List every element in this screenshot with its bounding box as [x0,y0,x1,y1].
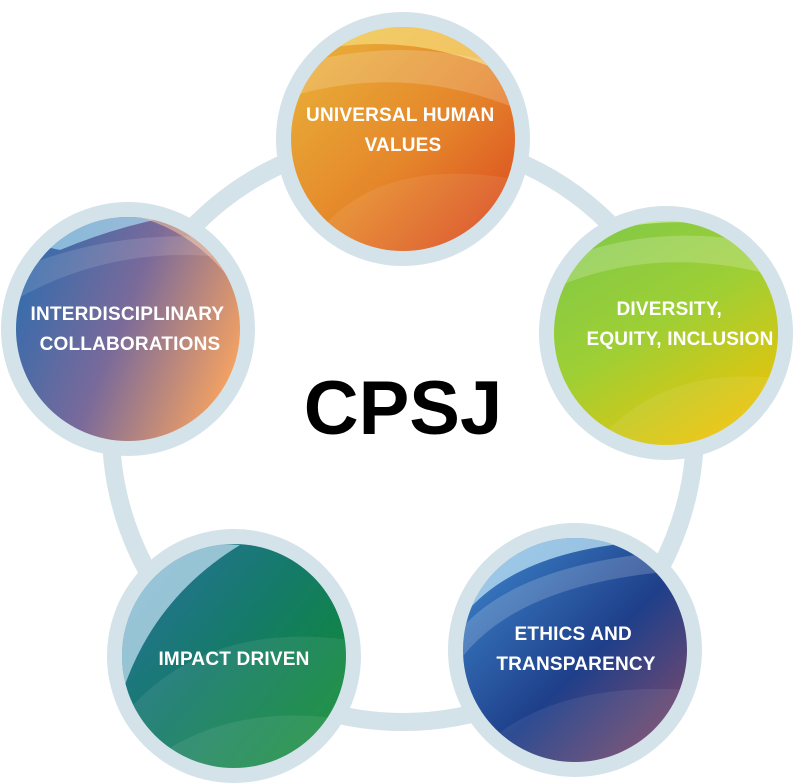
svg-text:UNIVERSAL HUMAN VALUES: UNIVERSAL HUMAN VALUES [306,105,500,156]
center-title: CPSJ [304,366,503,451]
node-diversity-equity-inclusion: DIVERSITY, EQUITY, INCLUSION [539,206,793,460]
node-label-line: TRANSPARENCY [496,654,655,675]
node-label-line: UNIVERSAL HUMAN [306,105,494,126]
node-label-line: DIVERSITY, [617,299,722,320]
node-label-line: IMPACT DRIVEN [158,649,309,670]
node-label-line: COLLABORATIONS [40,334,221,355]
node-label-line: ETHICS AND [515,624,632,645]
node-universal-human-values: UNIVERSAL HUMAN VALUES [276,12,530,266]
node-label-line: VALUES [365,135,442,156]
node-ethics-and-transparency: ETHICS AND TRANSPARENCY [448,523,702,777]
node-interdisciplinary-collaborations: INTERDISCIPLINARY COLLABORATIONS [1,202,255,456]
svg-text:ETHICS AND TRANSPARENCY: ETHICS AND TRANSPARENCY [496,624,655,675]
svg-text:INTERDISCIPLINARY COLLAB: INTERDISCIPLINARY COLLABORATIONS [31,304,230,355]
svg-text:DIVERSITY, EQUITY, INCLU: DIVERSITY, EQUITY, INCLUSION [586,299,773,350]
svg-text:IMPACT DRIVEN: IMPACT DRIVEN [158,649,309,670]
node-impact-driven: IMPACT DRIVEN [107,529,361,783]
node-label-line: INTERDISCIPLINARY [31,304,225,325]
node-label-line: EQUITY, INCLUSION [586,329,773,350]
